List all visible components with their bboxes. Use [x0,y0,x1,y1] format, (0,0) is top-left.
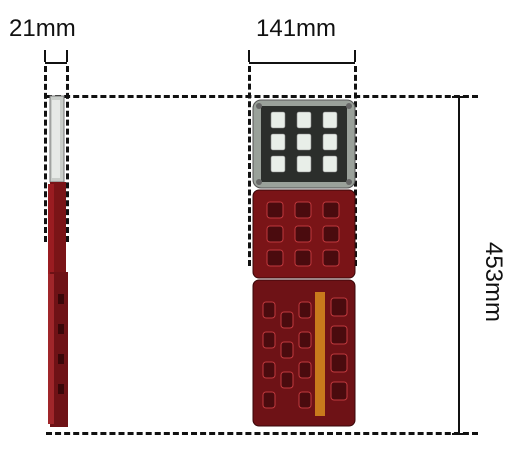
front-width-tick-right [354,50,356,62]
front-width-label: 141mm [256,15,337,42]
front-width-tick-left [248,50,250,62]
side-width-tick-left [44,50,46,62]
front-width-bracket [249,62,355,64]
bottom-guide [46,432,478,435]
side-width-tick-right [66,50,68,62]
height-label: 453mm [480,241,507,323]
tail-light-front-view [252,99,356,427]
side-guide-right [66,66,69,242]
side-width-label: 21mm [9,15,76,42]
top-guide [46,95,478,98]
height-tick-top [452,96,464,98]
height-tick-bottom [452,433,464,435]
front-guide-left [248,66,251,266]
height-bracket [458,96,460,434]
side-guide-left [44,66,47,242]
tail-light-side-view [48,95,68,427]
side-width-bracket [45,62,67,64]
